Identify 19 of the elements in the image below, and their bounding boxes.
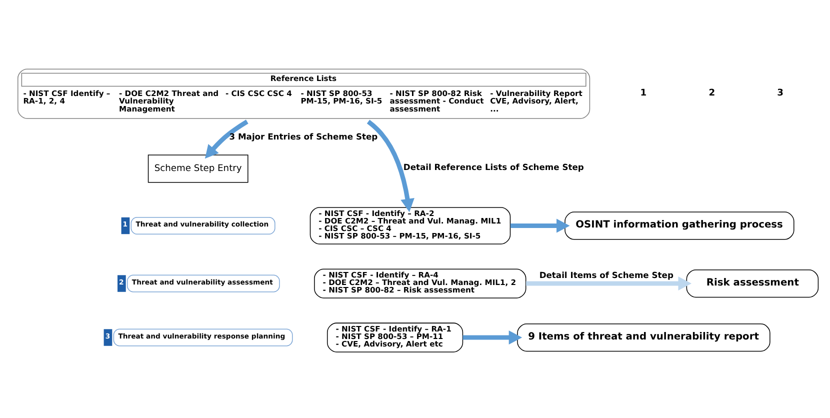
node-box: - NIST CSF - Identify – RA-1 - NIST SP 800-53 – PM-11 - CVE, Advisory, Alert etc <box>326 322 464 352</box>
node-box: 9 Items of threat and vulnerability report <box>517 323 770 352</box>
label: 2 <box>708 88 716 98</box>
arrow <box>510 218 570 233</box>
node-box: - NIST CSF - Identify – RA-2 - DOE C2M2 – Threat and Vul. Manag. MIL1 - CIS CSC – CSC 4 - NIST SP 800-53 – PM-15, PM-16, SI-5 <box>310 207 511 244</box>
label: 3 <box>777 88 784 98</box>
arrow <box>526 276 692 290</box>
edge-label: Detail Items of Scheme Step <box>539 270 674 280</box>
arrow <box>462 330 522 344</box>
label: 1 <box>640 88 647 98</box>
edge-label: Detail Reference Lists of Scheme Step <box>403 162 584 172</box>
edge-label: 3 Major Entries of Scheme Step <box>229 132 378 142</box>
arrow <box>204 120 248 159</box>
node-box: - NIST CSF - Identify – RA-4 - DOE C2M2 – Threat and Vul. Manag. MIL1, 2 - NIST SP 800-82 – Risk assessment <box>314 268 526 298</box>
node-box: Reference Lists - NIST CSF Identify – RA-1, 2, 4 - DOE C2M2 Threat and Vulnerability Management - CIS CSC CSC 4 - NIST SP 800-53 PM-15, PM-16, SI-5 - NIST SP 800-82 Risk assessment - Conduct assessment - Vulnerability Report CVE, Advisory, Alert, ... <box>18 68 590 119</box>
node-box: Risk assessment <box>686 269 819 298</box>
arrow <box>366 120 414 212</box>
node-box: Scheme Step Entry <box>148 154 248 183</box>
node-box: OSINT information gathering process <box>564 212 794 240</box>
